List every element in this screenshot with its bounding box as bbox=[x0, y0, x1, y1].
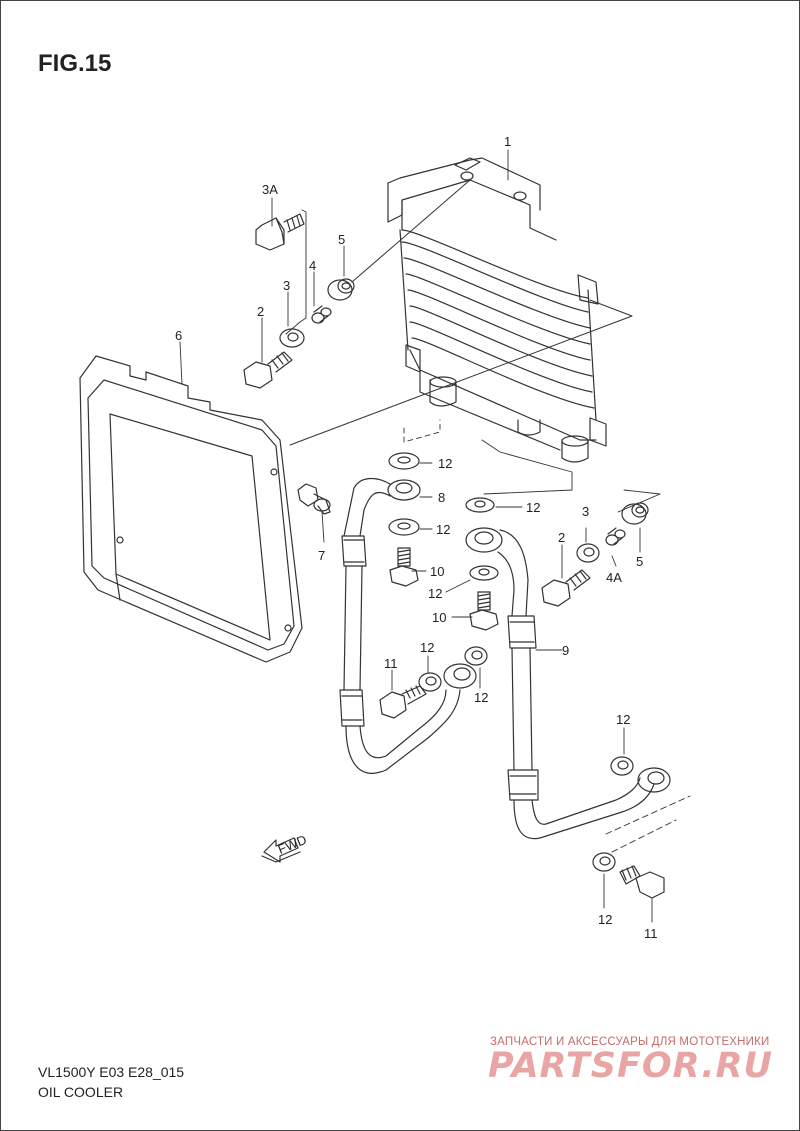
washer-12-d bbox=[469, 565, 499, 581]
screw-7 bbox=[297, 483, 331, 515]
model-code: VL1500Y E03 E28_015 bbox=[38, 1064, 185, 1080]
callout-12-f: 12 bbox=[474, 690, 488, 705]
watermark-logo: PARTSFOR.RU bbox=[488, 1046, 773, 1086]
cooler-cover-frame bbox=[79, 355, 303, 663]
callout-12-h: 12 bbox=[598, 912, 612, 927]
callout-8: 8 bbox=[438, 490, 445, 505]
washer-3-lower bbox=[576, 543, 600, 563]
callout-12-b: 12 bbox=[436, 522, 450, 537]
banjo-bolt-11-b bbox=[619, 865, 665, 899]
union-bolt-10-a bbox=[389, 547, 419, 587]
callout-12-c: 12 bbox=[526, 500, 540, 515]
oil-hose-right bbox=[465, 527, 671, 840]
fwd-label: FWD bbox=[276, 832, 309, 857]
washer-12-f bbox=[418, 672, 442, 692]
union-bolt-10-b bbox=[469, 591, 499, 631]
figure-title: FIG.15 bbox=[38, 50, 112, 77]
callout-12-d: 12 bbox=[428, 586, 442, 601]
collar-4a bbox=[605, 527, 626, 546]
callout-1: 1 bbox=[504, 134, 511, 149]
callout-10-a: 10 bbox=[430, 564, 444, 579]
washer-12-h bbox=[592, 852, 616, 872]
washer-12-e bbox=[464, 646, 488, 666]
callout-4: 4 bbox=[309, 258, 316, 273]
washer-12-c bbox=[465, 497, 495, 513]
watermark-tagline: ЗАПЧАСТИ И АКСЕССУАРЫ ДЛЯ МОТОТЕХНИКИ bbox=[490, 1036, 770, 1048]
callout-3-lower: 3 bbox=[582, 504, 589, 519]
callout-11-a: 11 bbox=[384, 656, 398, 671]
callout-12-e: 12 bbox=[420, 640, 434, 655]
callout-4a: 4A bbox=[606, 570, 622, 585]
callout-7: 7 bbox=[318, 548, 325, 563]
callout-5-lower: 5 bbox=[636, 554, 643, 569]
forward-arrow-icon: FWD bbox=[261, 832, 309, 863]
callout-12-a: 12 bbox=[438, 456, 452, 471]
bolt-2-upper bbox=[243, 351, 293, 389]
oil-cooler-core bbox=[289, 157, 633, 463]
collar-4 bbox=[311, 305, 332, 324]
callout-3a: 3A bbox=[262, 182, 278, 197]
bushing-5-upper bbox=[327, 278, 355, 301]
callout-10-b: 10 bbox=[432, 610, 446, 625]
callout-3-upper: 3 bbox=[283, 278, 290, 293]
callout-2-upper: 2 bbox=[257, 304, 264, 319]
washer-12-g bbox=[610, 756, 634, 776]
washer-12-a bbox=[388, 452, 420, 470]
callout-9: 9 bbox=[562, 643, 569, 658]
callout-5-upper: 5 bbox=[338, 232, 345, 247]
bushing-5-lower bbox=[621, 502, 649, 525]
banjo-bolt-11-a bbox=[379, 685, 427, 719]
oil-hose-left bbox=[339, 477, 477, 774]
callout-2-lower: 2 bbox=[558, 530, 565, 545]
bolt-3a bbox=[255, 213, 305, 251]
figure-caption: OIL COOLER bbox=[38, 1084, 124, 1100]
bolt-2-lower bbox=[541, 569, 591, 607]
washer-3-upper bbox=[279, 328, 305, 348]
callout-12-g: 12 bbox=[616, 712, 630, 727]
callout-6: 6 bbox=[175, 328, 182, 343]
callout-11-b: 11 bbox=[644, 926, 658, 941]
washer-12-b bbox=[388, 518, 420, 536]
